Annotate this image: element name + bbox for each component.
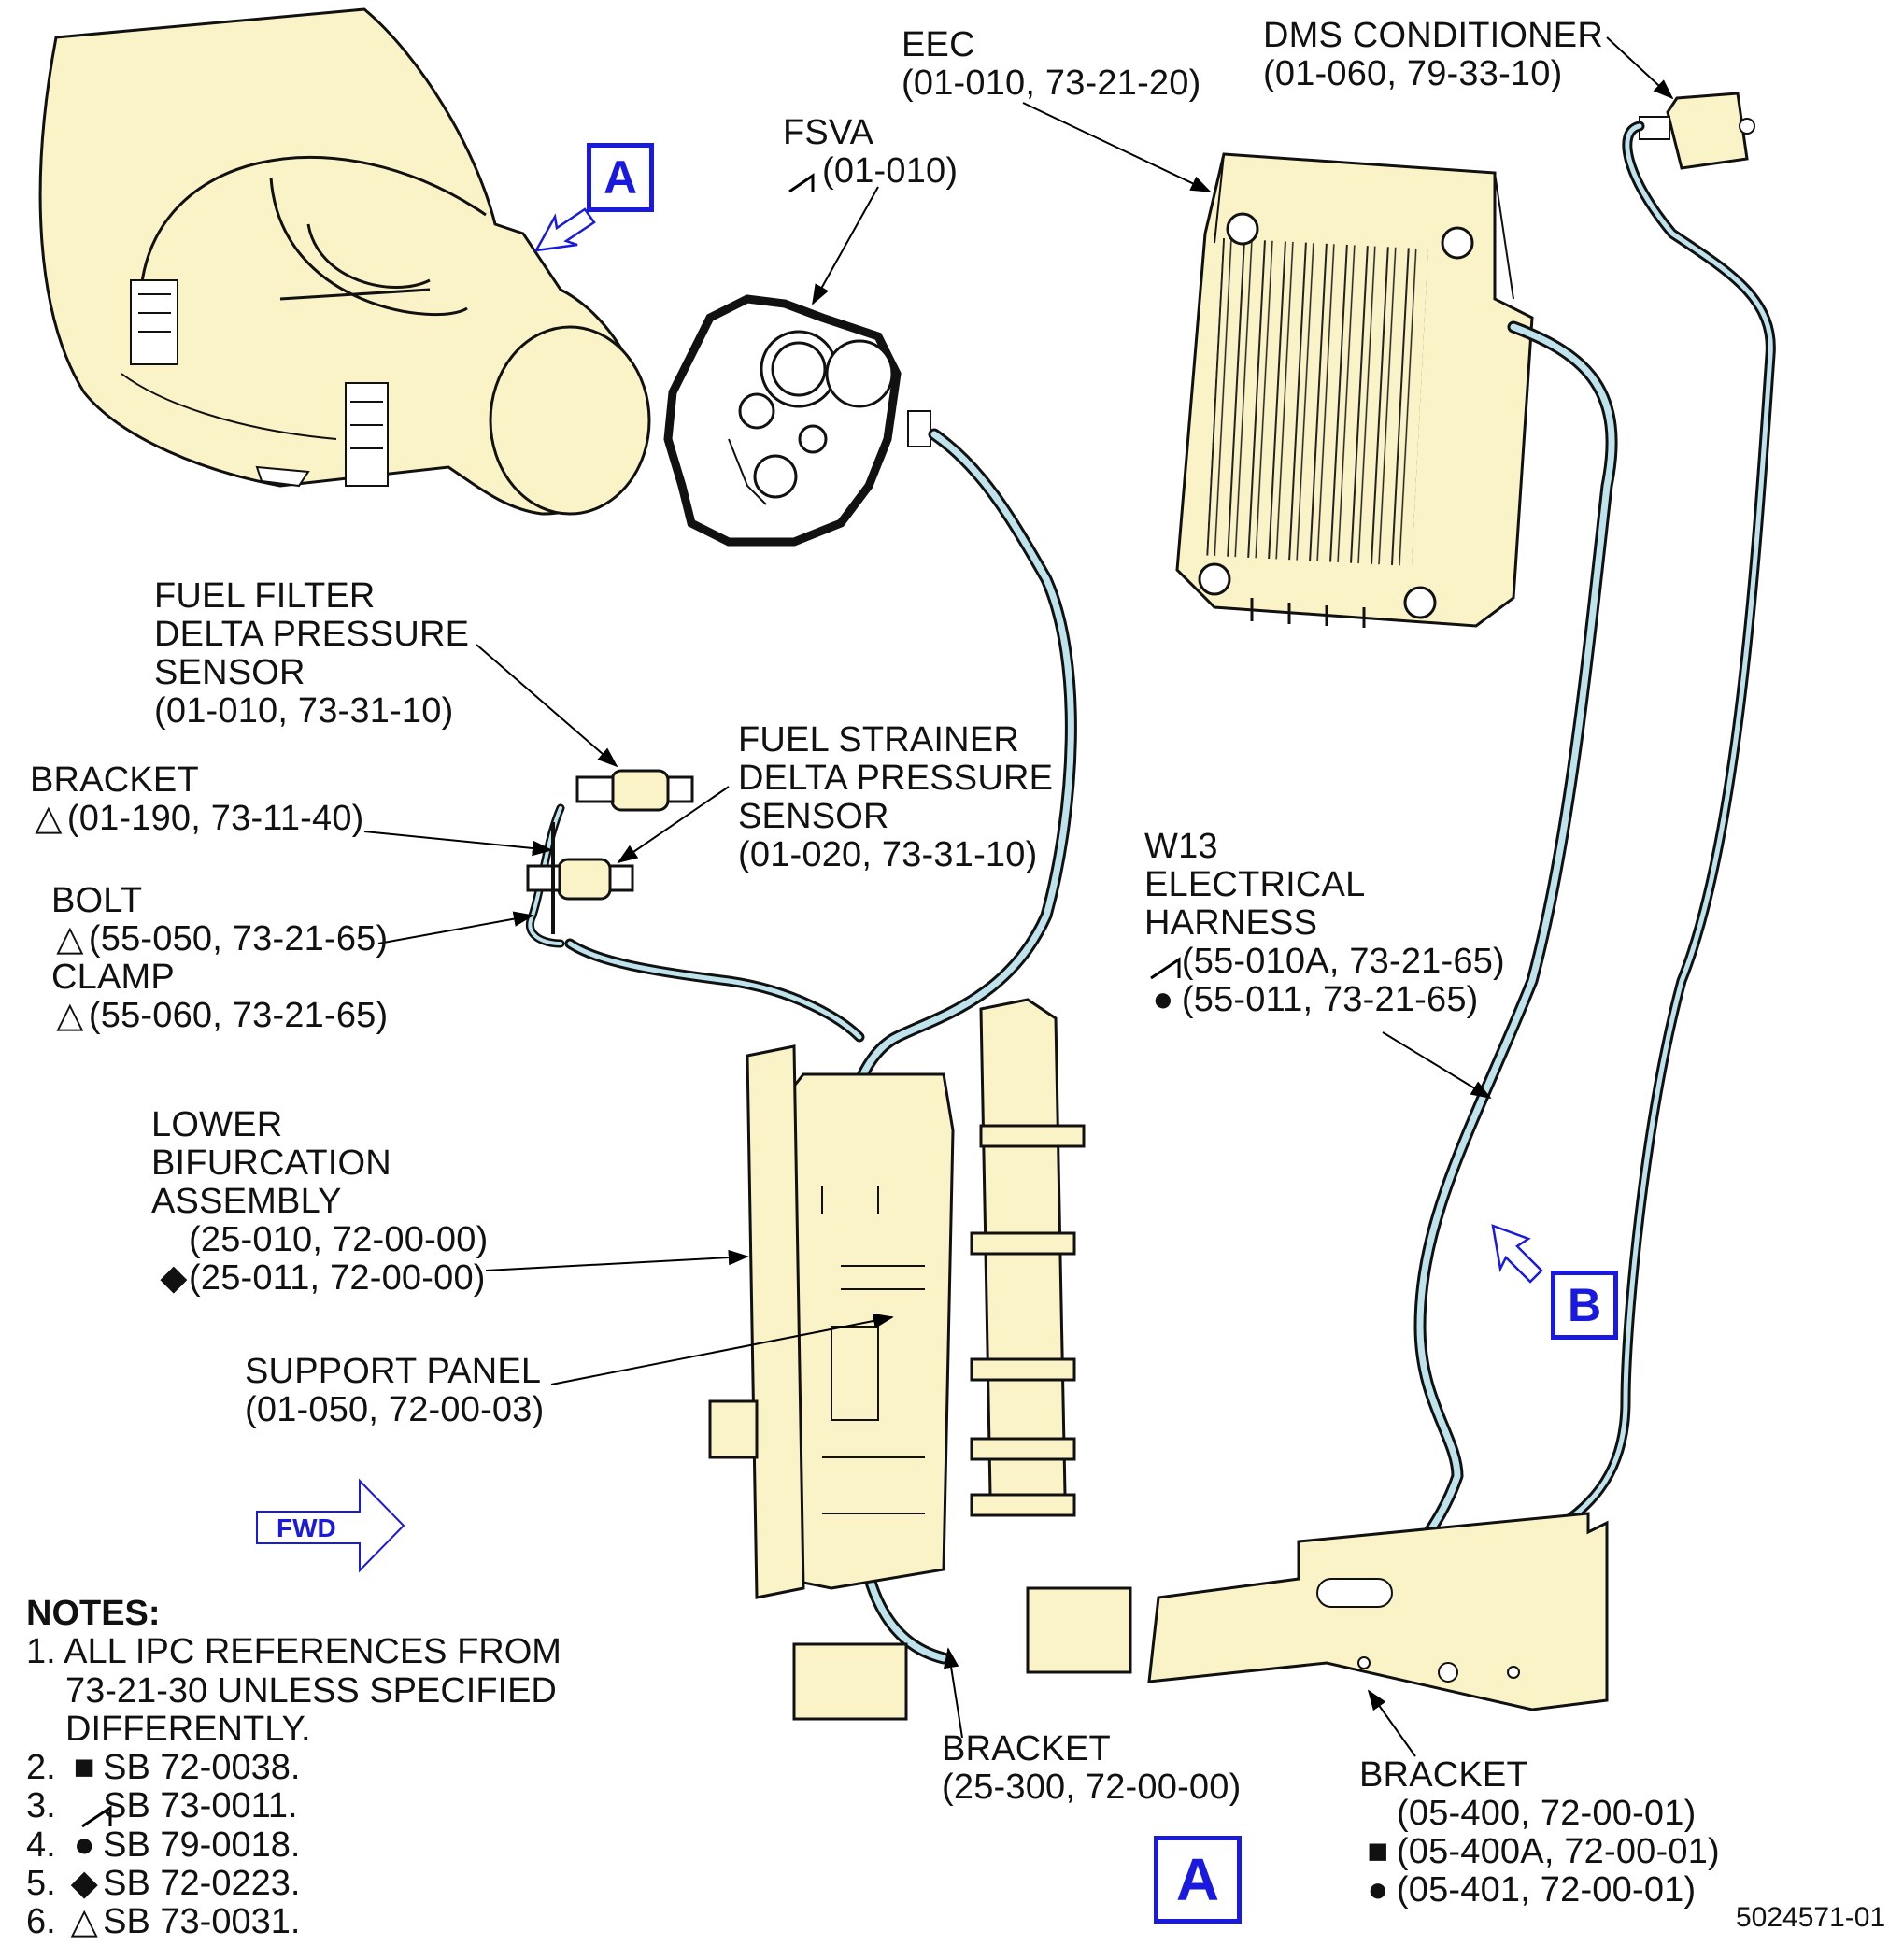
note-2: 2. ■SB 72-0038. [26, 1748, 301, 1788]
w13-harness-label: W13 ELECTRICAL HARNESS (55-010A, 73-21-6… [1144, 827, 1505, 1019]
view-a-arrow-top [533, 207, 596, 252]
fuel-strainer-sensor-label: FUEL STRAINER DELTA PRESSURE SENSOR (01-… [738, 720, 1054, 874]
eec-label: EEC (01-010, 73-21-20) [902, 25, 1201, 103]
engine-illustration [38, 7, 651, 516]
diamond-indicator: ◆ [70, 1864, 98, 1904]
triangle-indicator: △ [56, 919, 84, 959]
triangle-indicator: △ [56, 996, 84, 1035]
view-b-reference: B [1551, 1271, 1618, 1340]
note-4: 4. ●SB 79-0018. [26, 1825, 301, 1865]
lower-bifurcation-label: LOWER BIFURCATION ASSEMBLY (25-010, 72-0… [151, 1105, 489, 1298]
support-panel-label: SUPPORT PANEL (01-050, 72-00-03) [245, 1352, 545, 1429]
eec-illustration [1175, 152, 1534, 628]
view-a-reference-top: A [587, 143, 654, 212]
note-5: 5. ◆SB 72-0223. [26, 1864, 301, 1904]
note-3: 3. SB 73-0011. [26, 1786, 298, 1826]
fwd-label: FWD [277, 1513, 336, 1542]
view-a-reference-bottom: A [1154, 1836, 1242, 1924]
fuel-filter-sensor [575, 769, 694, 812]
dms-conditioner-label: DMS CONDITIONER (01-060, 79-33-10) [1263, 16, 1603, 93]
dms-conditioner-illustration [1639, 92, 1755, 170]
circle-indicator: ● [73, 1825, 95, 1865]
bracket-right-illustration [1147, 1512, 1609, 1711]
fuel-strainer-sensor [526, 822, 634, 934]
drawing-number: 5024571-01 [1736, 1902, 1886, 1933]
sb73-0011-indicators [81, 173, 1181, 1828]
note-6: 6. △SB 73-0031. [26, 1902, 301, 1942]
bolt-clamp-label: BOLT △(55-050, 73-21-65) CLAMP △(55-060,… [51, 881, 389, 1035]
square-indicator: ■ [1367, 1832, 1389, 1871]
diamond-indicator: ◆ [160, 1258, 188, 1298]
notes-heading: NOTES: [26, 1594, 161, 1633]
fwd-arrow [256, 1478, 405, 1573]
notes-block: NOTES: 1. ALL IPC REFERENCES FROM 73-21-… [26, 1594, 561, 1942]
fuel-filter-sensor-label: FUEL FILTER DELTA PRESSURE SENSOR (01-01… [154, 576, 470, 731]
triangle-indicator: △ [35, 799, 63, 838]
bracket-top-label: BRACKET △(01-190, 73-11-40) [30, 760, 364, 838]
circle-indicator: ● [1152, 980, 1174, 1019]
bracket-right-label: BRACKET (05-400, 72-00-01) ■(05-400A, 72… [1359, 1755, 1720, 1910]
square-indicator: ■ [73, 1748, 95, 1788]
fsva-label: FSVA (01-010) [783, 113, 959, 191]
view-b-arrow [1491, 1224, 1543, 1284]
fsva-illustration [663, 294, 931, 547]
leader-lines [363, 36, 1674, 1757]
triangle-indicator: △ [70, 1902, 98, 1942]
circle-indicator: ● [1367, 1870, 1389, 1910]
bracket-bottom-label: BRACKET (25-300, 72-00-00) [942, 1729, 1242, 1807]
lower-bifurcation-illustration [708, 998, 1132, 1721]
